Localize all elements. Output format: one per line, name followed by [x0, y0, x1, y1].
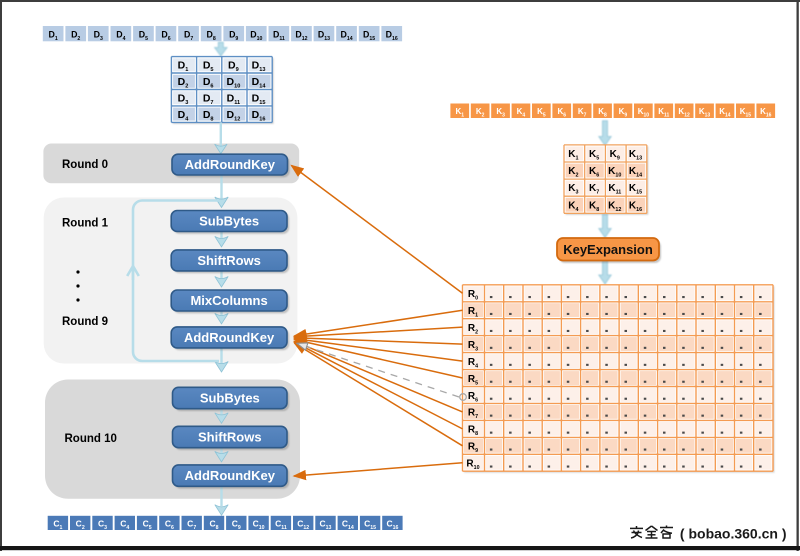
svg-text:D3: D3 [94, 29, 103, 42]
svg-text:K12: K12 [678, 107, 690, 119]
svg-text:K1: K1 [568, 149, 578, 162]
svg-text:R8: R8 [468, 425, 478, 438]
svg-text:C8: C8 [209, 519, 218, 532]
svg-text:R0: R0 [468, 289, 478, 302]
svg-text:C3: C3 [98, 519, 107, 532]
svg-text:K4: K4 [517, 107, 526, 119]
svg-text:D4: D4 [178, 109, 190, 123]
svg-text:K5: K5 [589, 149, 599, 162]
svg-text:D11: D11 [273, 29, 285, 42]
svg-text:C7: C7 [187, 519, 196, 532]
svg-text:D9: D9 [229, 29, 238, 42]
svg-text:K11: K11 [658, 107, 669, 119]
svg-text:K1: K1 [456, 107, 465, 119]
svg-text:R6: R6 [468, 391, 478, 404]
svg-text:Round 9: Round 9 [62, 316, 108, 328]
svg-text:K7: K7 [589, 183, 599, 196]
svg-text:K5: K5 [537, 107, 546, 119]
svg-text:( bobao.360.cn ): ( bobao.360.cn ) [680, 526, 787, 542]
svg-text:R4: R4 [468, 357, 478, 370]
svg-text:Round 1: Round 1 [62, 218, 109, 230]
svg-text:MixColumns: MixColumns [190, 293, 267, 308]
svg-text:R2: R2 [468, 323, 478, 336]
svg-text:D9: D9 [228, 59, 239, 73]
svg-text:R5: R5 [468, 374, 478, 387]
svg-text:K8: K8 [589, 200, 599, 213]
svg-text:Round 10: Round 10 [65, 433, 117, 445]
svg-text:K2: K2 [568, 166, 578, 179]
svg-text:K8: K8 [598, 107, 607, 119]
svg-text:AddRoundKey: AddRoundKey [184, 330, 275, 345]
svg-text:R1: R1 [468, 306, 478, 319]
svg-text:D6: D6 [161, 29, 170, 42]
svg-text:R3: R3 [468, 340, 478, 353]
svg-text:K13: K13 [699, 107, 711, 119]
svg-text:SubBytes: SubBytes [199, 214, 259, 229]
svg-text:ShiftRows: ShiftRows [198, 430, 262, 445]
svg-text:K6: K6 [589, 166, 599, 179]
svg-text:R9: R9 [468, 442, 478, 455]
svg-text:D7: D7 [203, 92, 214, 106]
svg-text:K15: K15 [740, 107, 752, 119]
svg-text:AddRoundKey: AddRoundKey [185, 468, 276, 483]
svg-text:C11: C11 [275, 519, 287, 532]
svg-text:K9: K9 [619, 107, 628, 119]
svg-text:D2: D2 [71, 29, 80, 42]
svg-text:D5: D5 [139, 29, 148, 42]
svg-text:D7: D7 [184, 29, 193, 42]
svg-text:K3: K3 [496, 107, 505, 119]
svg-text:Round 0: Round 0 [62, 159, 108, 171]
svg-text:D1: D1 [48, 29, 57, 42]
svg-text:K2: K2 [476, 107, 485, 119]
svg-text:C1: C1 [53, 519, 62, 532]
svg-text:D2: D2 [178, 76, 189, 90]
svg-text:C4: C4 [120, 519, 129, 532]
svg-text:C9: C9 [232, 519, 241, 532]
svg-text:K4: K4 [568, 200, 578, 213]
svg-text:C6: C6 [165, 519, 174, 532]
svg-text:D8: D8 [206, 29, 215, 42]
svg-text:K14: K14 [719, 107, 731, 119]
svg-text:ShiftRows: ShiftRows [197, 253, 261, 268]
svg-text:SubBytes: SubBytes [200, 391, 260, 406]
svg-text:D8: D8 [203, 109, 214, 123]
svg-text:K6: K6 [558, 107, 567, 119]
svg-text:R7: R7 [468, 408, 478, 421]
svg-text:D4: D4 [116, 29, 125, 42]
svg-text:K16: K16 [760, 107, 772, 119]
svg-text:C5: C5 [143, 519, 152, 532]
svg-text:K9: K9 [610, 149, 620, 162]
svg-text:K10: K10 [638, 107, 650, 119]
svg-text:D5: D5 [203, 59, 214, 73]
svg-text:KeyExpansion: KeyExpansion [563, 242, 653, 257]
svg-text:C2: C2 [76, 519, 85, 532]
svg-text:AddRoundKey: AddRoundKey [185, 157, 276, 172]
svg-text:K3: K3 [568, 183, 578, 196]
svg-text:D6: D6 [203, 76, 214, 90]
svg-text:D1: D1 [178, 59, 189, 73]
svg-text:K7: K7 [578, 107, 587, 119]
svg-text:D3: D3 [178, 92, 189, 106]
